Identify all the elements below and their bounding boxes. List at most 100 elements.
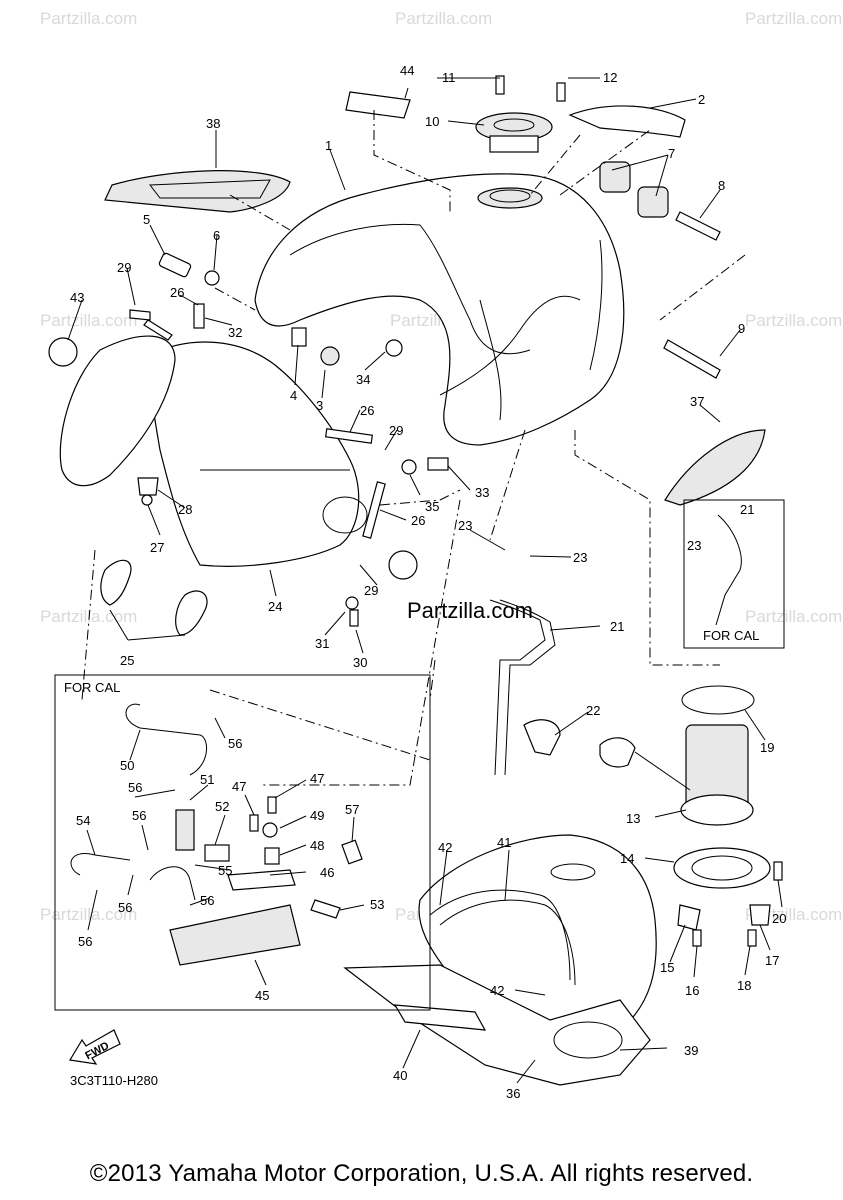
callout-38: 38 (206, 116, 220, 131)
callout-8: 8 (718, 178, 725, 193)
callout-16: 16 (685, 983, 699, 998)
tank-pad (104, 170, 291, 213)
bolt (663, 339, 721, 379)
canister (169, 904, 301, 966)
heat-shield (343, 964, 651, 1086)
collar (675, 211, 721, 241)
canister-assembly (70, 703, 363, 966)
callout-2: 2 (698, 92, 705, 107)
bolt (692, 929, 702, 947)
washer (345, 596, 359, 610)
callout-10: 10 (425, 114, 439, 129)
callout-49: 49 (310, 808, 324, 823)
callout-4: 4 (290, 388, 297, 403)
callout-29: 29 (389, 423, 403, 438)
watermark: Partzilla.com (745, 311, 842, 330)
clip (141, 494, 153, 506)
watermark: Partzilla.com (745, 607, 842, 626)
forward-arrow: FWD (69, 1029, 121, 1065)
callout-9: 9 (738, 321, 745, 336)
callout-56: 56 (132, 808, 146, 823)
callout-43: 43 (70, 290, 84, 305)
cap-cover (568, 105, 686, 138)
bolt (193, 303, 205, 329)
clip (523, 719, 561, 756)
callout-45: 45 (255, 988, 269, 1003)
bolt (158, 252, 192, 278)
callout-55: 55 (218, 863, 232, 878)
screw (349, 609, 359, 627)
rubber-seal (100, 559, 132, 606)
tank-pad-rear (664, 429, 766, 506)
watermark-center: Partzilla.com (407, 598, 533, 623)
bolt (267, 796, 277, 814)
grommet (264, 847, 280, 865)
callout-50: 50 (120, 758, 134, 773)
diagram-code: 3C3T110-H280 (70, 1073, 158, 1088)
washer (262, 822, 278, 838)
fitting (175, 809, 195, 851)
callout-22: 22 (586, 703, 600, 718)
watermark: Partzilla.com (40, 905, 137, 924)
callout-11: 11 (442, 70, 456, 85)
fwd-label: FWD (83, 1040, 111, 1062)
spacer (341, 839, 363, 865)
callout-40: 40 (393, 1068, 407, 1083)
callout-56: 56 (78, 934, 92, 949)
damper (599, 161, 631, 193)
callout-13: 13 (626, 811, 640, 826)
callout-44: 44 (400, 63, 414, 78)
emblem (388, 550, 418, 580)
bolt (249, 814, 259, 832)
grommet (137, 477, 159, 496)
callout-20: 20 (772, 911, 786, 926)
callout-52: 52 (215, 799, 229, 814)
insulator (393, 1004, 487, 1031)
label-sticker (345, 91, 411, 119)
washer (401, 459, 417, 475)
watermark: Partzilla.com (40, 607, 137, 626)
bracket (677, 904, 701, 931)
dashed-guide-lines (81, 110, 746, 786)
clamp (749, 904, 771, 926)
callout-42: 42 (438, 840, 452, 855)
for-cal-box (683, 499, 785, 649)
callout-23-cal: 23 (687, 538, 701, 553)
callout-5: 5 (143, 212, 150, 227)
callout-47: 47 (232, 779, 246, 794)
callout-18: 18 (737, 978, 751, 993)
callout-34: 34 (356, 372, 370, 387)
for-cal-label: FOR CAL (703, 628, 759, 643)
callout-36: 36 (506, 1086, 520, 1101)
callout-26: 26 (170, 285, 184, 300)
callout-35: 35 (425, 499, 439, 514)
callout-26: 26 (411, 513, 425, 528)
clamp (204, 844, 230, 862)
callout-23: 23 (458, 518, 472, 533)
for-cal-label: FOR CAL (64, 680, 120, 695)
bolt (495, 75, 505, 95)
callout-7: 7 (668, 146, 675, 161)
callout-47: 47 (310, 771, 324, 786)
bracket (291, 327, 307, 347)
callout-56: 56 (200, 893, 214, 908)
fuel-pump (599, 724, 754, 826)
callout-30: 30 (353, 655, 367, 670)
callout-37: 37 (690, 394, 704, 409)
damper (637, 186, 669, 218)
callout-23: 23 (573, 550, 587, 565)
callout-6: 6 (213, 228, 220, 243)
clip (129, 309, 151, 321)
bolt (556, 82, 566, 102)
watermark: Partzilla.com (40, 311, 137, 330)
washer (204, 270, 220, 286)
rubber-strip (362, 481, 386, 539)
watermark: Partzilla.com (395, 9, 492, 28)
rubber-seal (175, 590, 208, 636)
rubber-strip (324, 428, 374, 444)
bolt (747, 929, 757, 947)
callout-56: 56 (118, 900, 132, 915)
watermark: Partzilla.com (745, 9, 842, 28)
callout-24: 24 (268, 599, 282, 614)
